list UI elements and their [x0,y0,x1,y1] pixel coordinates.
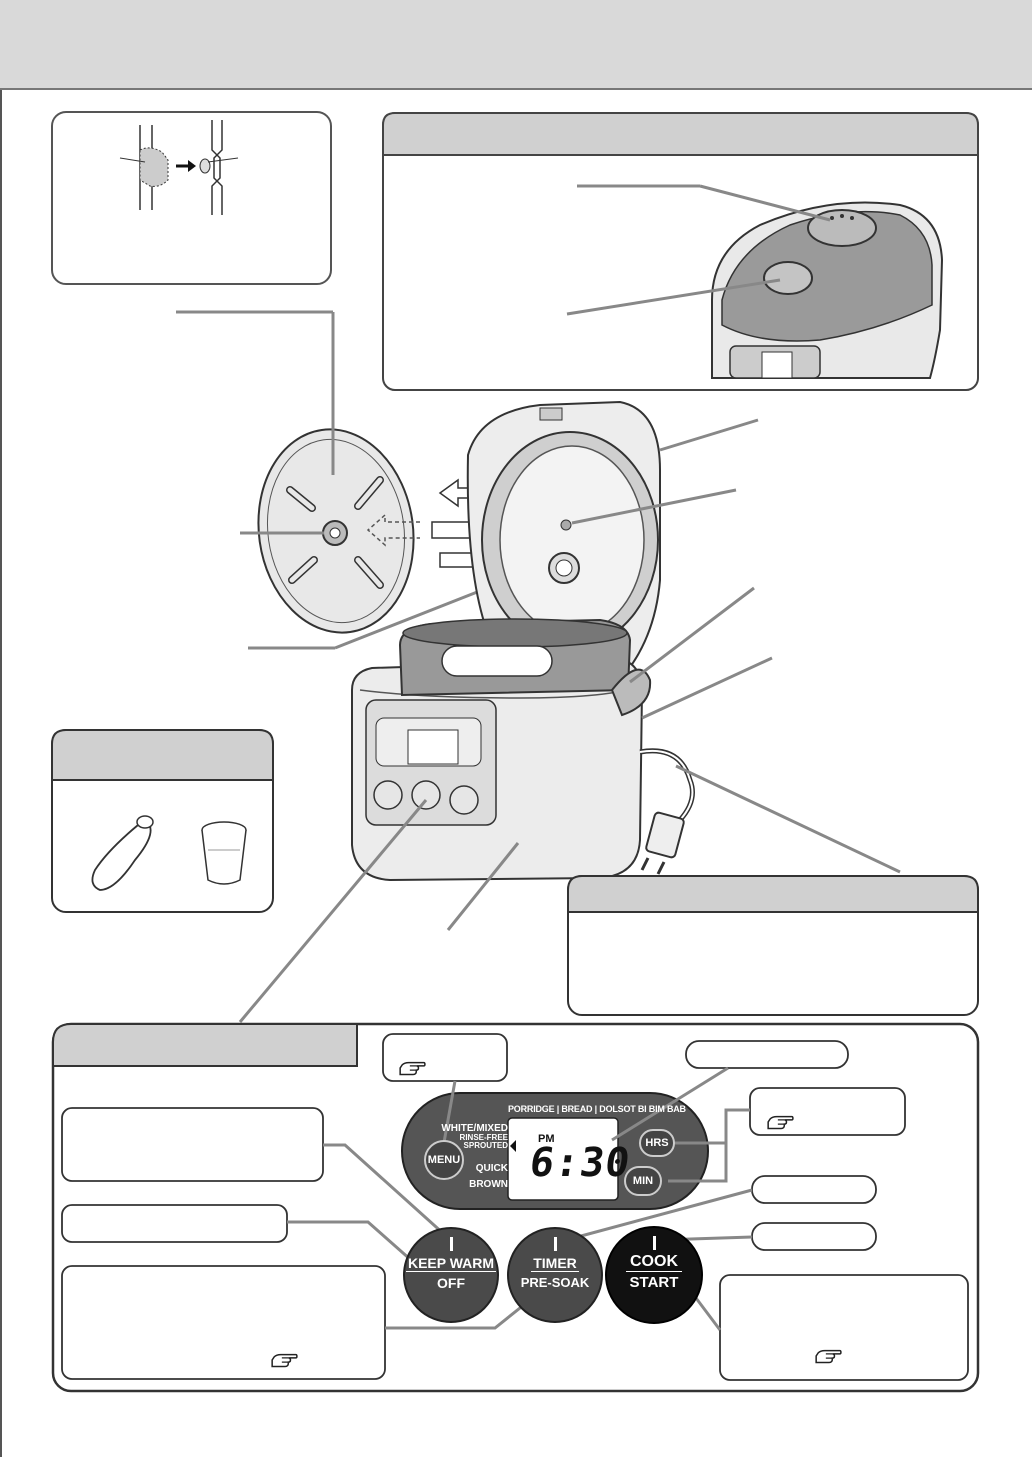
keep-warm-off-button[interactable]: KEEP WARM OFF [403,1227,499,1323]
display-time: 6:30 [526,1140,634,1186]
rice-cooker-body [238,400,901,1023]
menu-options-top: PORRIDGE | BREAD | DOLSOT BI BIM BAB [508,1104,686,1114]
page-left-rule [0,90,2,1457]
presoak-label: PRE-SOAK [520,1275,590,1290]
hrs-button[interactable]: HRS [639,1129,675,1157]
menu-option-white-mixed: WHITE/MIXED [441,1123,508,1134]
menu-option-rinse-free: RINSE-FREE [459,1133,508,1142]
menu-option-brown: BROWN [469,1179,508,1190]
power-cord-callout [567,875,979,1016]
timer-label: TIMER [531,1255,579,1272]
pointing-hand-icon [766,1112,794,1132]
inner-lid [176,310,496,650]
min-button[interactable]: MIN [624,1166,662,1196]
keep-warm-label: KEEP WARM [405,1255,497,1272]
display-ampm: PM [538,1133,555,1145]
menu-options-left: WHITE/MIXED RINSE-FREE SPROUTED QUICK BR… [440,1124,508,1190]
top-view-callout [382,112,979,391]
menu-option-sprouted: SPROUTED [463,1141,508,1150]
cook-indicator [652,1236,656,1250]
pointing-hand-icon [398,1058,426,1078]
cook-label: COOK [626,1253,682,1272]
off-label: OFF [437,1275,465,1291]
start-label: START [629,1274,679,1291]
menu-option-bread: BREAD [561,1104,593,1114]
control-label-boxes [61,1033,969,1381]
gasket-inset [51,111,332,285]
cook-start-button[interactable]: COOK START [605,1226,703,1324]
keep-warm-indicator [449,1237,453,1251]
menu-option-quick: QUICK [475,1163,508,1174]
page-header-bar [0,0,1032,90]
menu-option-porridge: PORRIDGE [508,1104,555,1114]
menu-button[interactable]: MENU [424,1140,464,1180]
accessories-box [51,729,274,913]
pointing-hand-icon [270,1350,298,1370]
timer-presoak-button[interactable]: TIMER PRE-SOAK [507,1227,603,1323]
timer-indicator [553,1237,557,1251]
menu-option-dolsot: DOLSOT BI BIM BAB [599,1104,686,1114]
pointing-hand-icon [814,1346,842,1366]
